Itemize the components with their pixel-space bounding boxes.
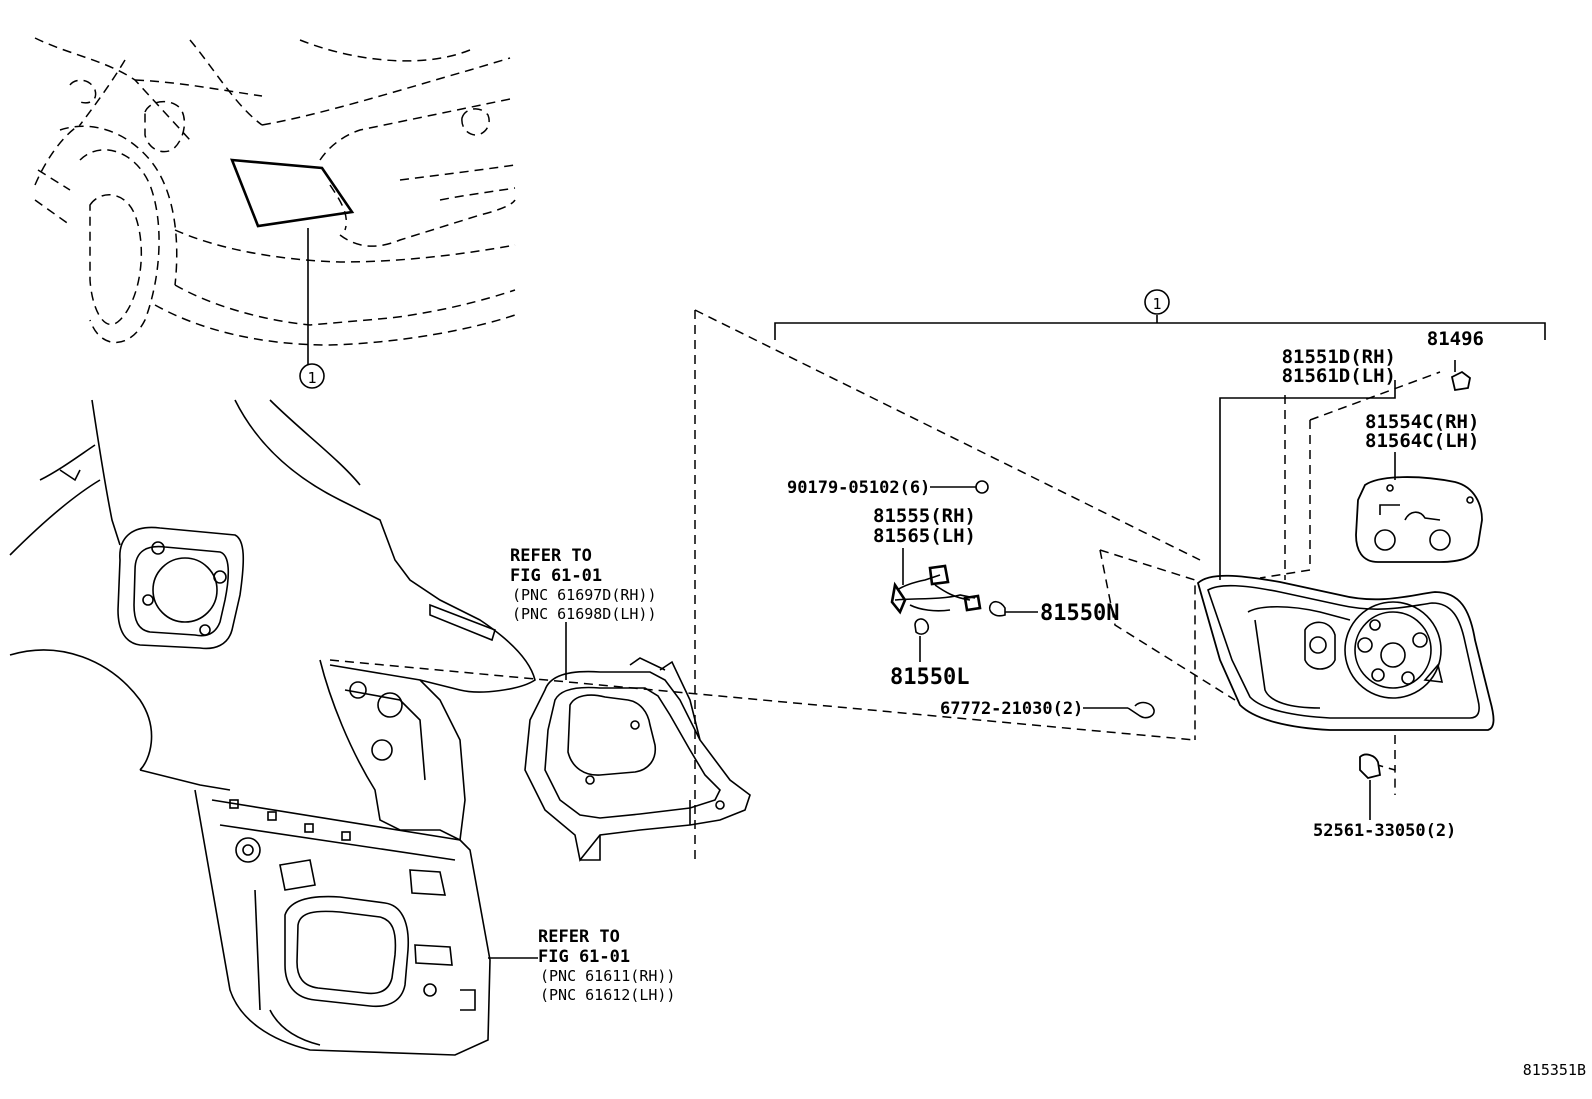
reference-2-line2: FIG 61-01 <box>538 947 630 967</box>
label-81564c-lh: 81564C(LH) <box>1365 430 1479 452</box>
vehicle-rear-view: 1 <box>34 37 516 389</box>
rear-combination-lamp <box>1196 574 1495 731</box>
callout-1-top: 1 <box>307 369 316 387</box>
label-90179-05102: 90179-05102(6) <box>787 478 930 498</box>
reference-2-pnc-lh: (PNC 61612(LH)) <box>540 986 675 1004</box>
label-52561-33050: 52561-33050(2) <box>1313 821 1456 841</box>
label-81554c-rh: 81554C(RH) <box>1365 411 1479 433</box>
label-81550l: 81550L <box>890 665 969 690</box>
quarter-panel <box>9 399 536 791</box>
back-panel <box>194 659 491 1056</box>
socket-and-wire <box>890 360 1471 820</box>
reference-1-line2: FIG 61-01 <box>510 566 602 586</box>
assembly-bracket: 1 <box>774 289 1546 340</box>
label-81565-lh: 81565(LH) <box>873 525 976 547</box>
lamp-gasket <box>1355 476 1483 563</box>
diagram-code: 815351B <box>1523 1061 1586 1079</box>
label-67772-21030: 67772-21030(2) <box>940 699 1083 719</box>
reference-note-panel: REFER TO FIG 61-01 (PNC 61611(RH)) (PNC … <box>538 927 675 1004</box>
reference-1-pnc-rh: (PNC 61697D(RH)) <box>512 586 657 604</box>
lamp-housing-bracket <box>524 657 751 862</box>
label-81550n: 81550N <box>1040 601 1119 626</box>
label-81561d-lh: 81561D(LH) <box>1282 365 1396 387</box>
reference-1-pnc-lh: (PNC 61698D(LH)) <box>512 605 657 623</box>
label-81551d-rh: 81551D(RH) <box>1282 346 1396 368</box>
reference-2-line1: REFER TO <box>538 927 620 947</box>
reflector-outline <box>230 158 355 228</box>
reference-note-bracket: REFER TO FIG 61-01 (PNC 61697D(RH)) (PNC… <box>510 546 657 623</box>
reference-2-pnc-rh: (PNC 61611(RH)) <box>540 967 675 985</box>
callout-1-right: 1 <box>1152 295 1161 313</box>
label-81555-rh: 81555(RH) <box>873 505 976 527</box>
reference-1-line1: REFER TO <box>510 546 592 566</box>
label-81496: 81496 <box>1427 328 1484 350</box>
